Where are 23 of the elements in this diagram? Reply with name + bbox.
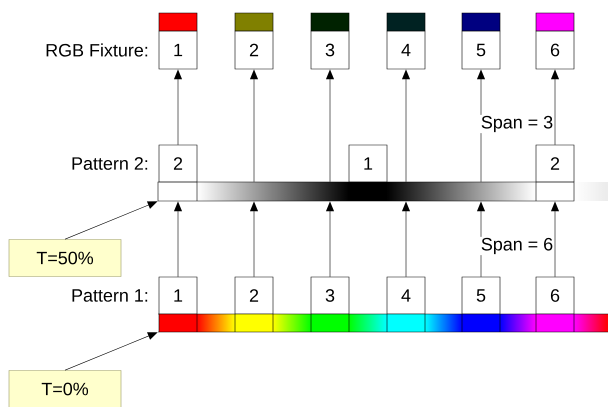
gradient-bar: [158, 182, 608, 202]
fixture-box: 3: [310, 12, 350, 70]
callout-box: T=50%: [8, 239, 122, 277]
fixture-box: 6: [536, 12, 574, 70]
pattern-box: 4: [386, 276, 426, 314]
span-label: Span = 3: [480, 114, 554, 134]
fixture-box: 4: [386, 12, 426, 70]
fixture-box: 5: [462, 12, 500, 70]
pattern-box: 1: [158, 276, 198, 314]
pattern-box: 3: [310, 276, 350, 314]
callout-box: T=0%: [8, 370, 122, 407]
pattern-box: 1: [348, 144, 388, 182]
fixture-box: 2: [234, 12, 274, 70]
pattern-box: 6: [536, 276, 574, 314]
span-label: Span = 6: [480, 236, 554, 256]
pattern-box: 2: [536, 144, 574, 182]
pattern-box: 2: [158, 144, 198, 182]
color-bar: [158, 314, 608, 332]
row-label: Pattern 2:: [72, 157, 148, 170]
fixture-box: 1: [158, 12, 198, 70]
row-label: Pattern 1:: [72, 289, 148, 302]
pattern-box: 5: [462, 276, 500, 314]
pattern-box: 2: [234, 276, 274, 314]
